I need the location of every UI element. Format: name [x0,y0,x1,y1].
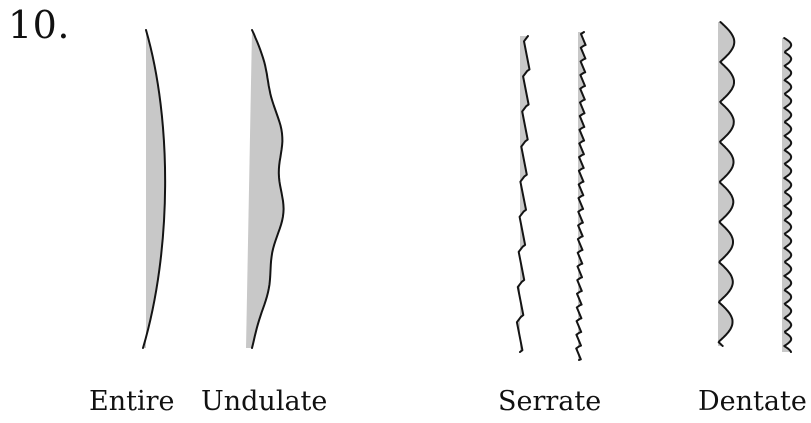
dentate-margin-coarse [718,22,734,346]
serrate-margin-coarse [517,36,530,352]
label-entire: Entire [89,388,174,415]
label-dentate: Dentate [698,388,807,415]
serrate-margin-fine [576,32,585,360]
undulate-margin [246,30,284,348]
entire-margin [143,30,165,348]
dentate-margin-fine [782,38,791,352]
label-serrate: Serrate [498,388,601,415]
label-undulate: Undulate [201,388,327,415]
